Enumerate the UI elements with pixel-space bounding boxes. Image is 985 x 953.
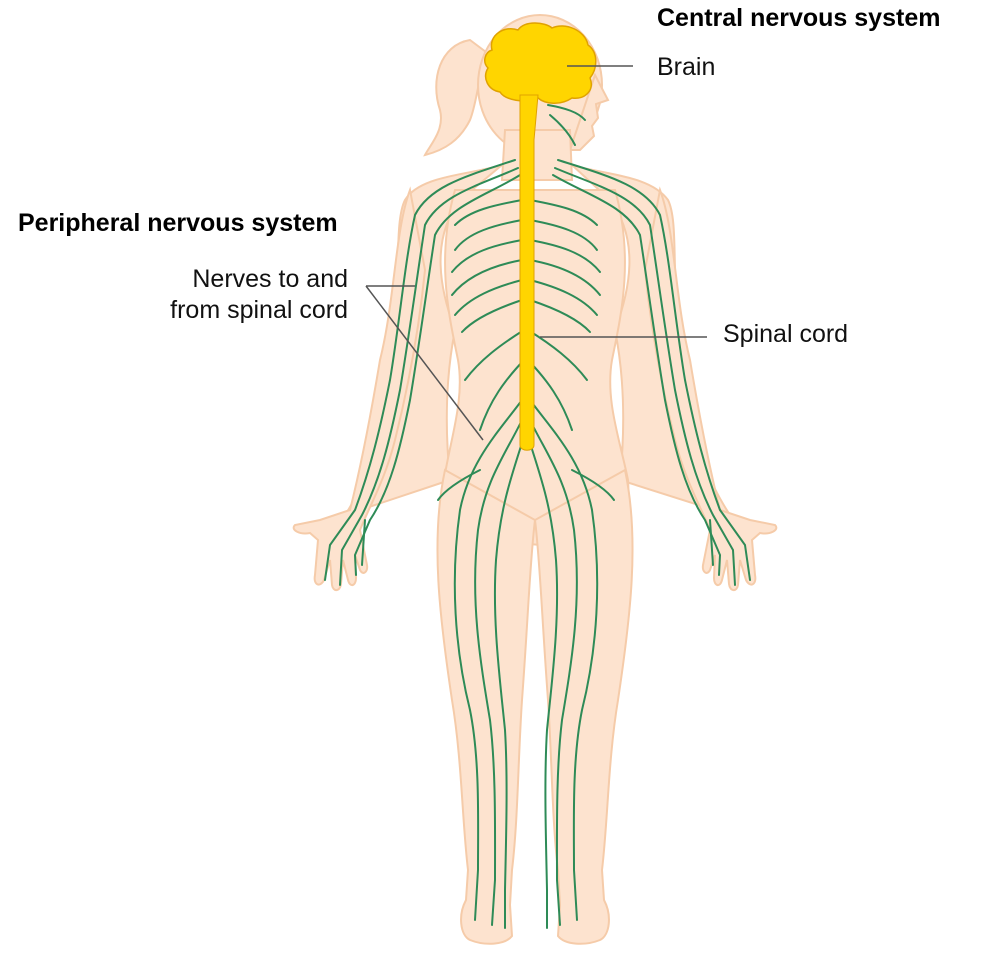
peripheral-nervous-system-heading: Peripheral nervous system [18, 209, 338, 238]
left-arm [294, 190, 425, 590]
nerves-label-line-1: Nerves to and [170, 264, 348, 295]
brain [485, 23, 596, 103]
nerves-label-line-2: from spinal cord [170, 295, 348, 326]
brain-label: Brain [657, 52, 715, 83]
nerves-label: Nerves to and from spinal cord [170, 264, 348, 326]
left-leg [437, 470, 535, 944]
spinal-cord-label: Spinal cord [723, 319, 848, 350]
neck [502, 130, 572, 180]
central-nervous-system-heading: Central nervous system [657, 4, 940, 33]
